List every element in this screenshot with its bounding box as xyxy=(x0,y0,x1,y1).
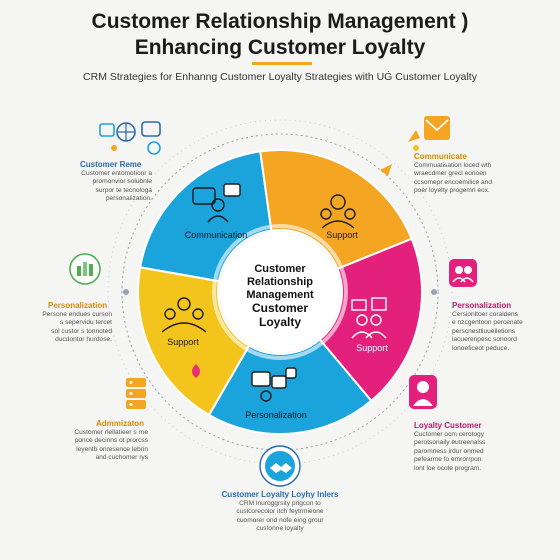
right-item-3-line: lont loe ocole program. xyxy=(414,464,482,472)
left-item-3-line: Customer rlellatieer s rne xyxy=(74,429,148,436)
right-item-3-line: pefearme fo emrorrpon xyxy=(414,456,482,464)
title-accent-bar xyxy=(252,62,312,65)
screens-icon xyxy=(251,367,297,402)
right-item-2-line: lacuerenpesc sonoord xyxy=(452,336,517,344)
support-people-icon xyxy=(320,194,356,229)
left-item-3-line: ponce decinns ot prorcss xyxy=(74,437,148,445)
center-line-5: Loyalty xyxy=(259,315,301,329)
right-item-1-title: Communicate xyxy=(414,152,467,161)
segment-label-support-right: Support xyxy=(356,343,388,353)
segment-label-personalization: Personalization xyxy=(245,410,307,420)
right-item-3-line: paromness irdur onmed xyxy=(414,447,484,455)
right-item-3-title: Loyalty Customer xyxy=(414,421,482,430)
bottom-item-body: CRM lnuroggrsity prigcon to cuslcorecolo… xyxy=(0,500,560,534)
center-line-1: Customer xyxy=(254,263,306,275)
left-item-3-title: Admmizaton xyxy=(96,419,144,428)
bottom-item-line: custonne loyalty xyxy=(256,525,304,533)
right-item-3-body: Cuctomer ocm cerotogy perotsonaily eutre… xyxy=(414,431,514,473)
left-item-1-line: personalization. xyxy=(105,195,152,203)
left-item-3-line: and cuchomer rys xyxy=(95,454,148,462)
bottom-item-line: cuomorer ond nofe eing grour xyxy=(236,516,324,524)
right-item-1-line: ccsomepr encoemilice and xyxy=(414,178,493,186)
person-portrait-icon xyxy=(408,374,438,415)
page-subtitle: CRM Strategies for Enhanng Customer Loya… xyxy=(83,71,477,83)
bottom-item-line: cuslcorecolor itch feytrmieone xyxy=(236,508,324,516)
center-circle xyxy=(220,232,340,352)
right-item-2-line: lonoeficeot peduce. xyxy=(452,344,510,352)
right-item-1-line: poer loyelty progemrl eox. xyxy=(414,187,490,195)
left-item-1-title: Customer Reme xyxy=(80,160,142,169)
left-item-2-line: sol custor s tonnoted xyxy=(51,327,112,335)
center-halo xyxy=(212,224,348,360)
left-item-2-body: Persone endues curson s sepervidu tercet… xyxy=(28,311,112,345)
outer-dotted-ring xyxy=(121,133,439,451)
right-item-2-body: Cersionltoer coraldens e nzcgentoon perc… xyxy=(452,311,552,353)
server-stack-icon xyxy=(124,376,148,417)
left-item-1-line: surpor te tecnologa xyxy=(95,186,152,194)
right-item-2-line: Cersionltoer coraldens xyxy=(452,311,518,318)
ring-segment-5 xyxy=(137,266,251,417)
left-item-3-line: leyentb onresence lebrin xyxy=(76,445,148,453)
left-item-2-title: Personalization xyxy=(48,301,108,310)
left-item-2-line: ducdontor hurdose. xyxy=(55,336,112,344)
mail-target-icon xyxy=(406,112,456,157)
bottom-item-line: CRM lnuroggrsity prigcon to xyxy=(239,500,321,507)
segment-label-support-left: Support xyxy=(167,337,199,347)
left-item-2-line: Persone endues curson xyxy=(42,311,112,318)
left-item-2-line: s sepervidu tercet xyxy=(59,319,112,327)
left-item-1-line: Customer entomotionr a xyxy=(81,170,152,177)
ring-segment-4 xyxy=(207,338,373,435)
right-item-1-line: wraecdmer grecl eonoen xyxy=(414,170,487,178)
center-line-3: Management xyxy=(246,289,314,301)
ring-arrow-top-right xyxy=(380,164,392,176)
right-item-3-line: perotsonaily eutreenalss xyxy=(414,439,486,447)
heart-icon xyxy=(192,364,200,378)
right-item-2-line: perscnestliuuelletions xyxy=(452,327,516,335)
center-line-4: Customer xyxy=(252,301,308,315)
left-item-3-body: Customer rlellatieer s rne ponce decinns… xyxy=(48,429,148,463)
page-title-line-2: Enhancing Customer Loyalty xyxy=(134,36,426,59)
left-item-1-body: Customer entomotionr a promonvior solubn… xyxy=(62,170,152,204)
right-item-2-title: Personalization xyxy=(452,301,512,310)
people-speech-icon xyxy=(192,183,241,223)
right-item-2-line: e nzcgentoon percenate xyxy=(452,319,523,327)
right-item-3-line: Cuctomer ocm cerotogy xyxy=(414,431,484,438)
segment-label-support-top: Support xyxy=(326,230,358,240)
globe-chart-icon xyxy=(68,252,102,291)
right-item-1-line: Commuatisation loced wth xyxy=(414,162,492,169)
ring-dot-right xyxy=(431,289,437,295)
page-title-line-1: Customer Relationship Management ) xyxy=(91,10,469,33)
right-item-1-body: Commuatisation loced wth wraecdmer grecl… xyxy=(414,162,524,196)
segment-label-communication: Communication xyxy=(185,230,248,240)
center-line-2: Relationship xyxy=(247,276,313,288)
bottom-item-title: Customer Loyalty Loyhy lnlers xyxy=(221,490,339,499)
group-icon xyxy=(161,297,207,333)
team-badge-icon xyxy=(448,258,478,293)
chat-network-icon xyxy=(98,118,172,163)
left-item-1-line: promonvior solubnle xyxy=(92,178,152,186)
handshake-icon xyxy=(257,444,303,493)
gift-team-icon xyxy=(351,297,387,339)
ring-dot-left xyxy=(123,289,129,295)
